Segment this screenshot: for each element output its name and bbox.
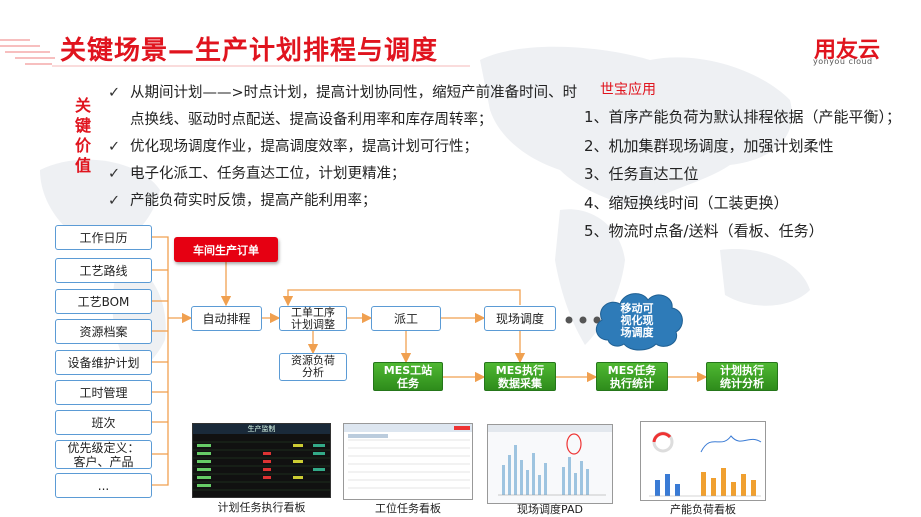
thumbnail-panel-title: 生产监制 (193, 424, 330, 434)
application-item: 3、任务直达工位 (584, 165, 699, 183)
input-priority-definition: 优先级定义： 客户、产品 (55, 440, 152, 469)
key-value-char: 值 (74, 156, 91, 175)
application-item: 4、缩短换线时间（工装更换） (584, 193, 789, 212)
dispatch-box: 派工 (371, 306, 441, 331)
auto-schedule-box: 自动排程 (191, 306, 262, 331)
onsite-pad-thumbnail (487, 424, 613, 504)
board-table-graphic (193, 441, 330, 491)
input-process-route: 工艺路线 (55, 258, 152, 283)
input-shift: 班次 (55, 410, 152, 435)
mobile-visual-scheduling-label: 移动可 视化现 场调度 (620, 302, 654, 339)
application-item: 2、机加集群现场调度，加强计划柔性 (584, 136, 834, 155)
work-order-plan-box: 工单工序 计划调整 (279, 306, 347, 331)
check-icon: ✓ (108, 85, 121, 101)
key-value-bullets: ✓从期间计划——>时点计划，提高计划协同性，缩短产前准备时间、时点换线、驱动时点… (108, 80, 588, 215)
mes-station-task-box: MES工站 任务 (373, 362, 443, 391)
capacity-load-board-thumbnail (640, 421, 766, 501)
caption-capacity-load-board: 产能负荷看板 (670, 503, 736, 516)
plan-execution-analysis-box: 计划执行 统计分析 (706, 362, 778, 391)
company-logo: 用友云 (814, 38, 881, 63)
bullet-item: ✓产能负荷实时反馈，提高产能利用率； (108, 188, 588, 215)
caption-plan-task-board: 计划任务执行看板 (217, 501, 306, 514)
company-logo-en: yonyou cloud (813, 57, 873, 66)
check-icon: ✓ (108, 139, 121, 155)
input-equipment-maintenance: 设备维护计划 (55, 350, 152, 375)
application-item: 5、物流时点备/送料（看板、任务） (584, 222, 824, 240)
plan-task-board-thumbnail: 生产监制 (192, 423, 331, 498)
application-list: 1、首序产能负荷为默认排程依据（产能平衡）； 2、机加集群现场调度，加强计划柔性… (584, 103, 921, 246)
resource-load-analysis-box: 资源负荷 分析 (279, 353, 347, 381)
caption-onsite-pad: 现场调度PAD (517, 503, 583, 516)
input-work-calendar: 工作日历 (55, 225, 152, 250)
application-item: 1、首序产能负荷为默认排程依据（产能平衡）； (584, 108, 902, 126)
pad-chart-graphic (488, 425, 612, 496)
key-value-char: 键 (74, 116, 91, 135)
input-resource-archive: 资源档案 (55, 319, 152, 344)
capacity-chart-graphic (649, 431, 762, 497)
workshop-order-box: 车间生产订单 (174, 237, 278, 262)
input-labor-hours: 工时管理 (55, 380, 152, 405)
bullet-item: ✓优化现场调度作业，提高调度效率，提高计划可行性； (108, 134, 588, 161)
station-task-board-thumbnail (343, 423, 473, 500)
application-title: 世宝应用 (600, 82, 656, 98)
mes-task-statistics-box: MES任务 执行统计 (596, 362, 668, 391)
page-title: 关键场景—生产计划排程与调度 (60, 36, 439, 66)
bullet-item: ✓电子化派工、任务直达工位，计划更精准； (108, 161, 588, 188)
input-process-bom: 工艺BOM (55, 289, 152, 314)
mes-data-collection-box: MES执行 数据采集 (484, 362, 556, 391)
onsite-scheduling-box: 现场调度 (484, 306, 556, 331)
bullet-item: ✓从期间计划——>时点计划，提高计划协同性，缩短产前准备时间、时点换线、驱动时点… (108, 80, 588, 134)
key-value-label: 关 键 价 值 (72, 96, 94, 176)
check-icon: ✓ (108, 193, 121, 209)
caption-station-task-board: 工位任务看板 (375, 502, 441, 515)
station-table-graphic (344, 424, 472, 489)
key-value-char: 关 (74, 96, 91, 115)
input-more: ... (55, 473, 152, 498)
check-icon: ✓ (108, 166, 121, 182)
key-value-char: 价 (74, 136, 91, 155)
